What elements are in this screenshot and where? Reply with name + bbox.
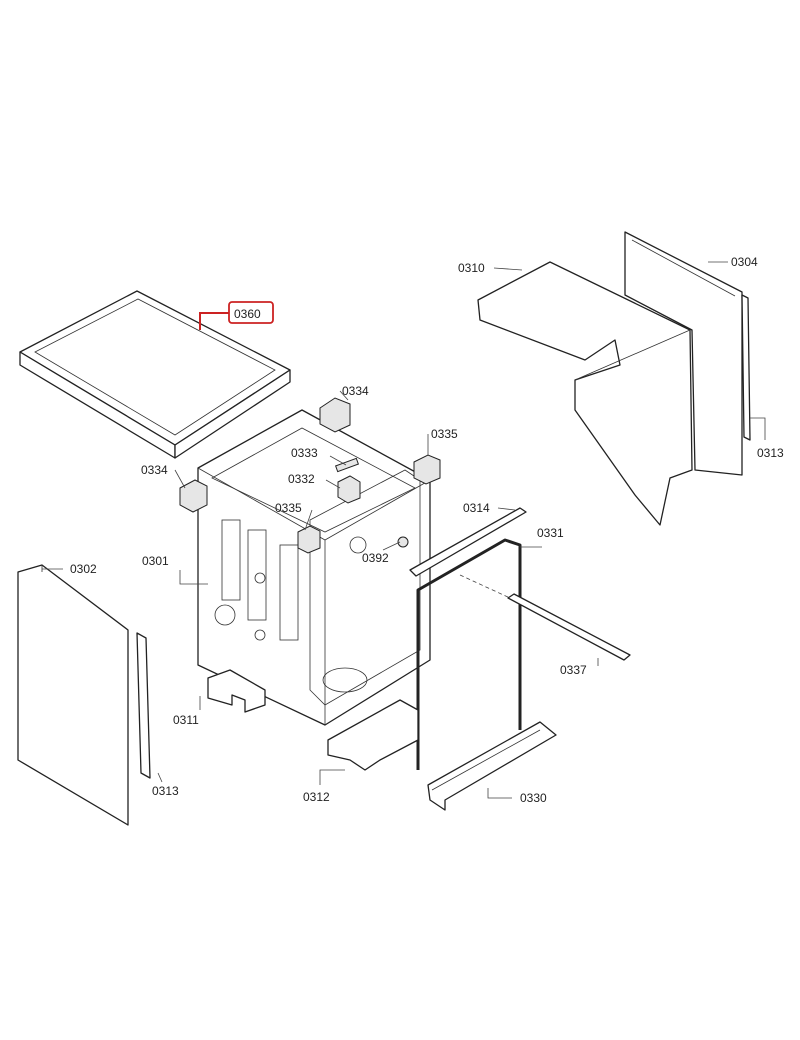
label-0335-right[interactable]: 0335 [431, 427, 458, 441]
label-0302[interactable]: 0302 [70, 562, 97, 576]
part-0330-tray[interactable] [427, 721, 557, 811]
label-0310[interactable]: 0310 [458, 261, 485, 275]
part-0392[interactable] [397, 536, 409, 548]
label-0304[interactable]: 0304 [731, 255, 758, 269]
label-0312[interactable]: 0312 [303, 790, 330, 804]
label-0337[interactable]: 0337 [560, 663, 587, 677]
label-0313-right[interactable]: 0313 [757, 446, 784, 460]
part-0331-seal[interactable] [416, 538, 522, 770]
label-0392[interactable]: 0392 [362, 551, 389, 565]
label-0301[interactable]: 0301 [142, 554, 169, 568]
part-0313-strip-left[interactable] [136, 632, 151, 779]
label-0331[interactable]: 0331 [537, 526, 564, 540]
part-0360-worktop[interactable] [19, 290, 291, 459]
part-0335-hinge-mid[interactable] [297, 525, 321, 554]
label-0332[interactable]: 0332 [288, 472, 315, 486]
part-0334-bracket-left[interactable] [179, 479, 208, 513]
part-0301-tub-body[interactable] [197, 409, 431, 726]
label-0333[interactable]: 0333 [291, 446, 318, 460]
label-0334-top[interactable]: 0334 [342, 384, 369, 398]
part-0312-block[interactable] [327, 699, 419, 771]
part-0332[interactable] [337, 475, 361, 504]
part-0304-side-panel[interactable] [624, 231, 743, 476]
part-0313-strip-right[interactable] [741, 294, 751, 441]
label-0330[interactable]: 0330 [520, 791, 547, 805]
part-0334-bracket-top[interactable] [319, 397, 351, 433]
part-0335-hinge-right[interactable] [413, 454, 441, 485]
part-0314-rail[interactable] [409, 507, 527, 577]
label-0334-left[interactable]: 0334 [141, 463, 168, 477]
label-0313-left[interactable]: 0313 [152, 784, 179, 798]
part-0302-side-panel[interactable] [17, 564, 129, 826]
label-0335-mid[interactable]: 0335 [275, 501, 302, 515]
highlight-box-0360 [228, 301, 274, 324]
part-0310-insulation[interactable] [477, 261, 693, 526]
part-0311-block[interactable] [207, 669, 266, 713]
part-0333[interactable] [334, 457, 360, 473]
part-0337[interactable] [507, 593, 631, 661]
label-0360[interactable]: 0360 [234, 307, 261, 321]
label-0314[interactable]: 0314 [463, 501, 490, 515]
label-0311[interactable]: 0311 [173, 713, 199, 727]
